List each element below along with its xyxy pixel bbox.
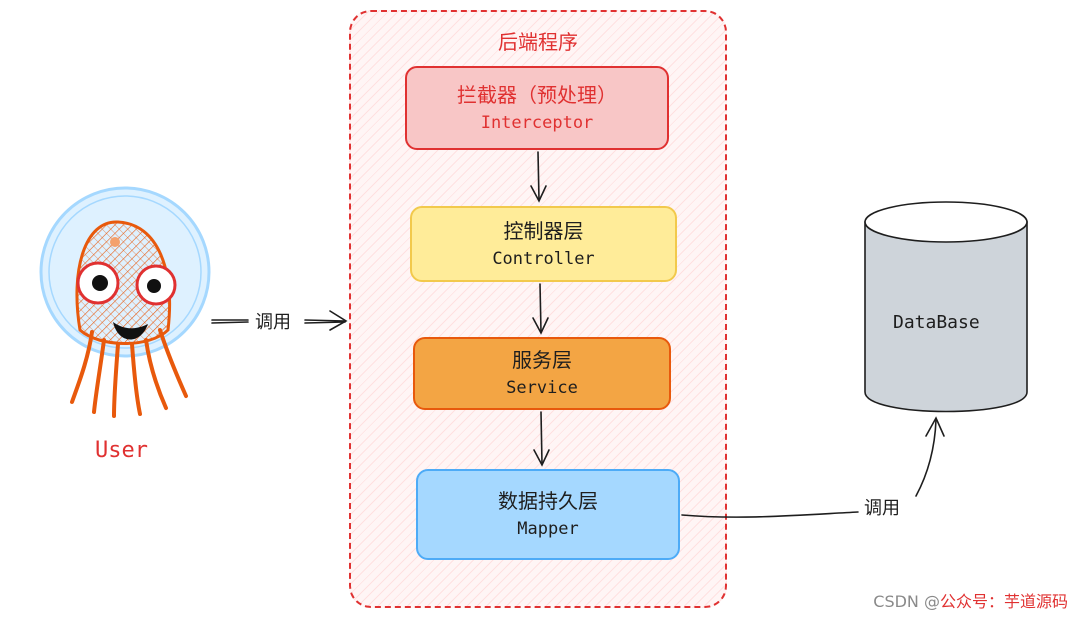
service-title: 服务层 — [512, 348, 572, 372]
mapper-box: 数据持久层 Mapper — [416, 469, 680, 560]
service-box: 服务层 Service — [413, 337, 671, 410]
user-call-label: 调用 — [255, 312, 291, 333]
interceptor-title: 拦截器（预处理） — [457, 82, 617, 107]
database-label: DataBase — [893, 312, 980, 333]
user-label: User — [95, 438, 148, 463]
controller-title: 控制器层 — [503, 218, 584, 243]
mapper-title: 数据持久层 — [498, 489, 598, 513]
backend-title: 后端程序 — [498, 30, 578, 54]
watermark-brand: 公众号：芋道源码 — [939, 592, 1068, 611]
mapper-call-label: 调用 — [864, 498, 900, 519]
user-avatar-icon — [39, 186, 211, 418]
watermark: CSDN @公众号：芋道源码 — [873, 588, 1068, 612]
database-icon — [864, 201, 1028, 413]
interceptor-box: 拦截器（预处理） Interceptor — [405, 66, 669, 150]
watermark-prefix: CSDN @ — [873, 592, 940, 611]
controller-subtitle: Controller — [492, 248, 595, 269]
service-subtitle: Service — [506, 378, 578, 398]
mapper-subtitle: Mapper — [517, 519, 579, 539]
interceptor-subtitle: Interceptor — [480, 112, 594, 133]
controller-box: 控制器层 Controller — [410, 206, 677, 282]
